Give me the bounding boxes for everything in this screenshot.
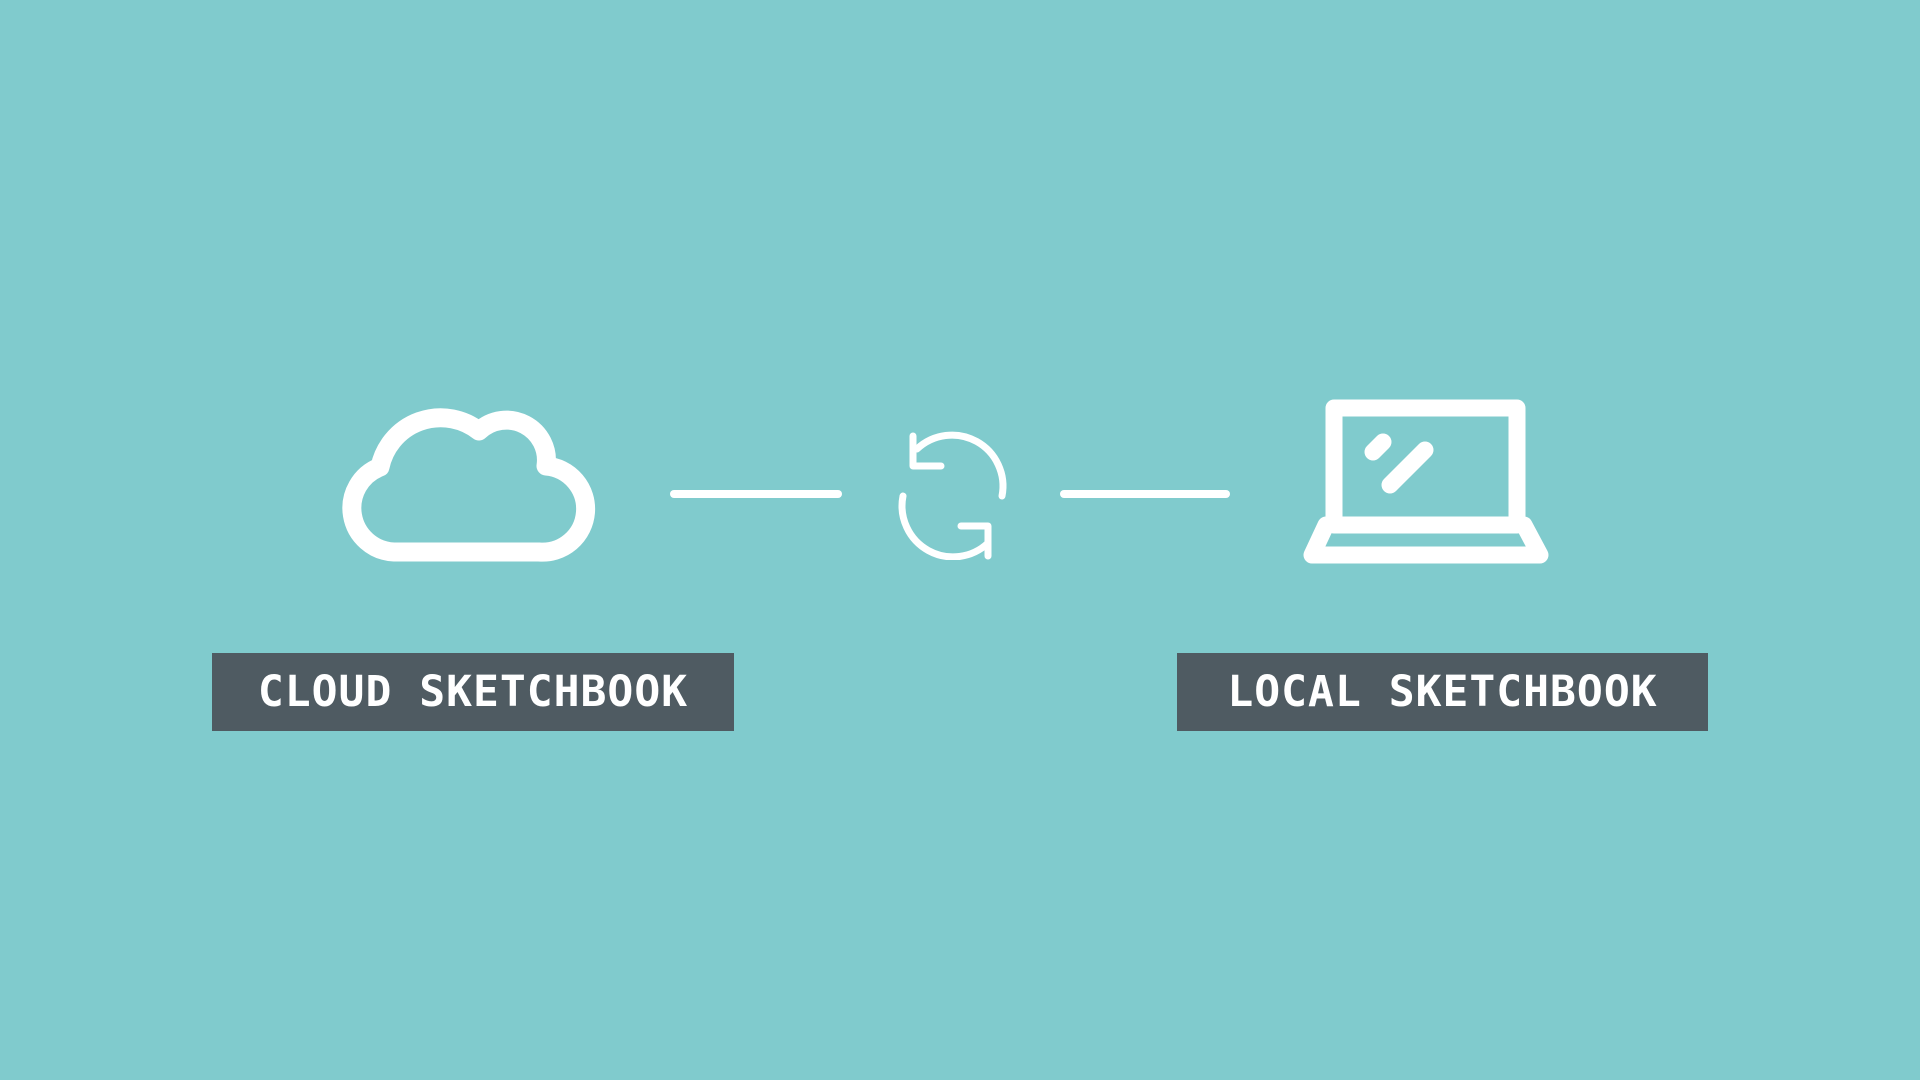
connector-line-left xyxy=(670,490,842,498)
cloud-sketchbook-label-text: CLOUD SKETCHBOOK xyxy=(257,667,689,717)
cloud-icon xyxy=(342,408,596,562)
local-sketchbook-label: LOCAL SKETCHBOOK xyxy=(1177,653,1708,731)
laptop-icon xyxy=(1303,399,1549,564)
local-sketchbook-label-text: LOCAL SKETCHBOOK xyxy=(1227,667,1658,717)
cloud-sketchbook-label: CLOUD SKETCHBOOK xyxy=(212,653,734,731)
connector-line-right xyxy=(1060,490,1230,498)
sync-icon xyxy=(898,431,1007,560)
